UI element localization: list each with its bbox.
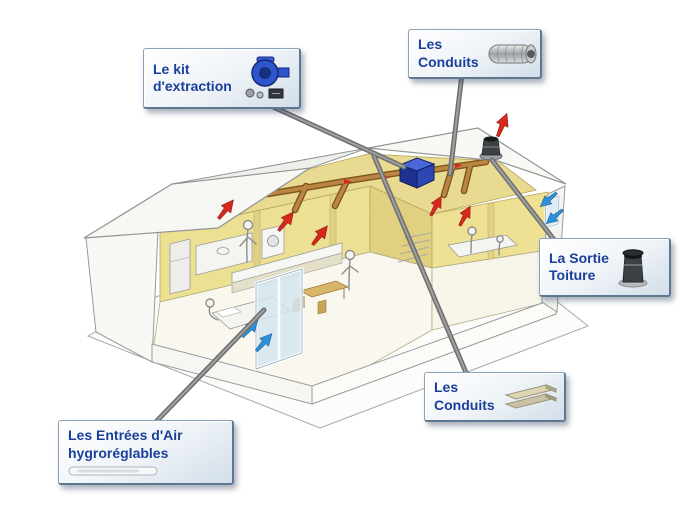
roof bbox=[83, 127, 567, 239]
callout-conduits-bottom[interactable]: Les Conduits bbox=[424, 372, 566, 422]
callout-conduits-top[interactable]: Les Conduits bbox=[408, 29, 542, 79]
kit-extraction-label: Le kit d'extraction bbox=[153, 60, 232, 95]
callout-connectors bbox=[147, 71, 565, 431]
roof-outlet-icon bbox=[616, 245, 650, 289]
chair bbox=[317, 299, 327, 315]
callout-kit-extraction[interactable]: Le kit d'extraction bbox=[143, 48, 301, 109]
dining-table bbox=[298, 280, 350, 298]
people-figures bbox=[205, 219, 504, 321]
sortie-toiture-label: La Sortie Toiture bbox=[549, 249, 609, 284]
callout-sortie-toiture[interactable]: La Sortie Toiture bbox=[539, 238, 671, 297]
fridge bbox=[169, 238, 191, 295]
left-exterior-wall bbox=[85, 229, 159, 363]
conduits-bottom-label: Les Conduits bbox=[434, 379, 495, 413]
extraction-kit-icon bbox=[239, 55, 293, 101]
callout-entrees-air[interactable]: Les Entrées d'Air hygroréglables bbox=[58, 420, 234, 485]
flexible-duct-icon bbox=[486, 39, 538, 69]
glass-door bbox=[254, 266, 304, 372]
rigid-ducts-icon bbox=[502, 383, 560, 411]
conduits-top-label: Les Conduits bbox=[418, 36, 479, 70]
sink bbox=[216, 247, 230, 255]
kitchen-counter bbox=[195, 232, 253, 276]
roof-outlet bbox=[479, 136, 503, 161]
roof-exhaust-arrow bbox=[491, 110, 514, 140]
air-inlet-vent-icon bbox=[68, 465, 164, 477]
entrees-air-label: Les Entrées d'Air hygroréglables bbox=[68, 427, 183, 461]
vmc-extraction-unit bbox=[398, 157, 436, 189]
